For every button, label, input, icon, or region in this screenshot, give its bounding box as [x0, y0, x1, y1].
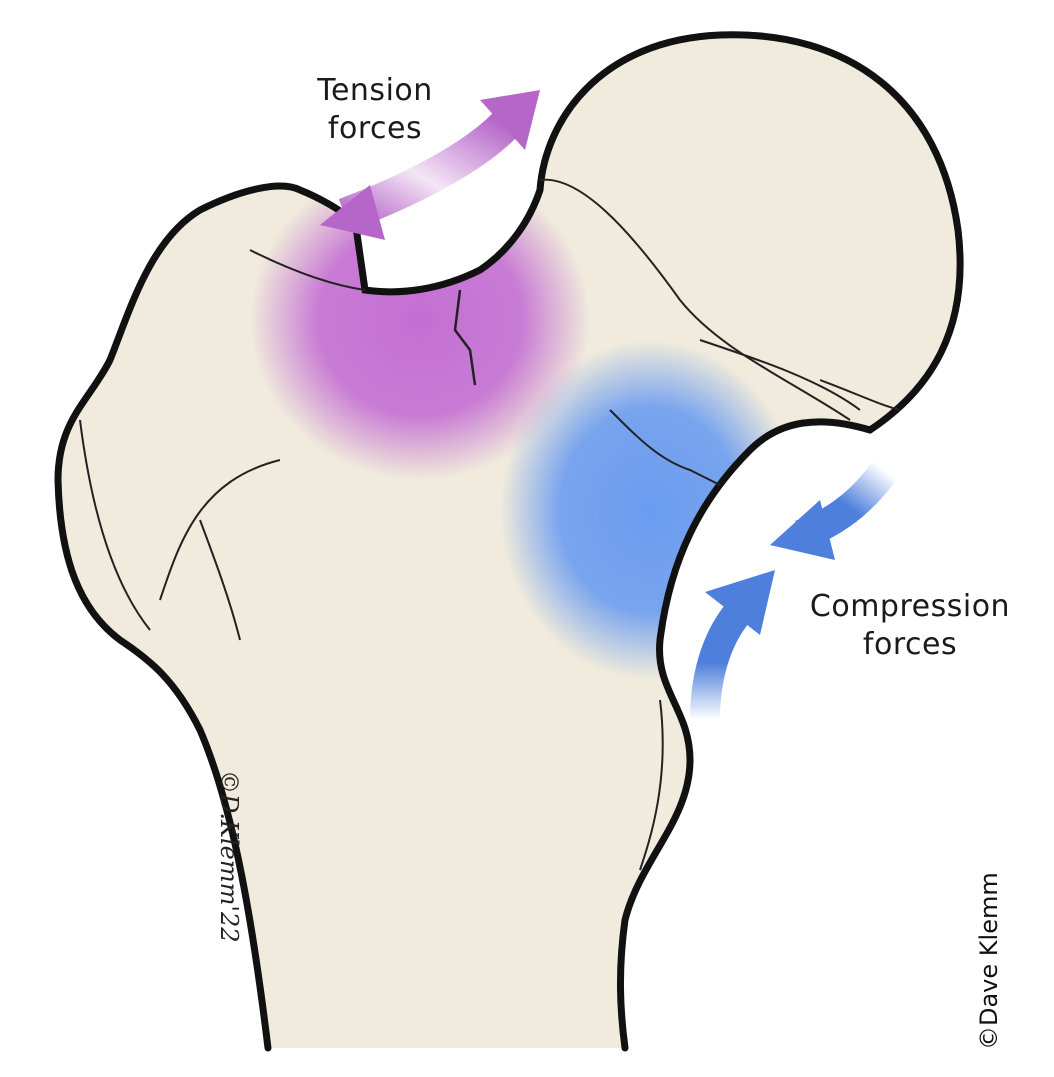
artist-signature: ©D.Klemm'22 — [215, 770, 243, 943]
tension-arrow — [320, 90, 540, 240]
compression-label-line2: forces — [862, 627, 958, 662]
compression-forces-label: Compression forces — [800, 588, 1020, 664]
compression-arrow-lower — [690, 570, 775, 721]
artist-credit: ©Dave Klemm — [975, 872, 1003, 1050]
tension-label-line1: Tension — [317, 73, 433, 108]
tension-label-line2: forces — [327, 111, 423, 146]
tension-forces-label: Tension forces — [300, 72, 450, 148]
compression-arrow-upper — [770, 461, 898, 560]
compression-label-line1: Compression — [809, 589, 1011, 624]
